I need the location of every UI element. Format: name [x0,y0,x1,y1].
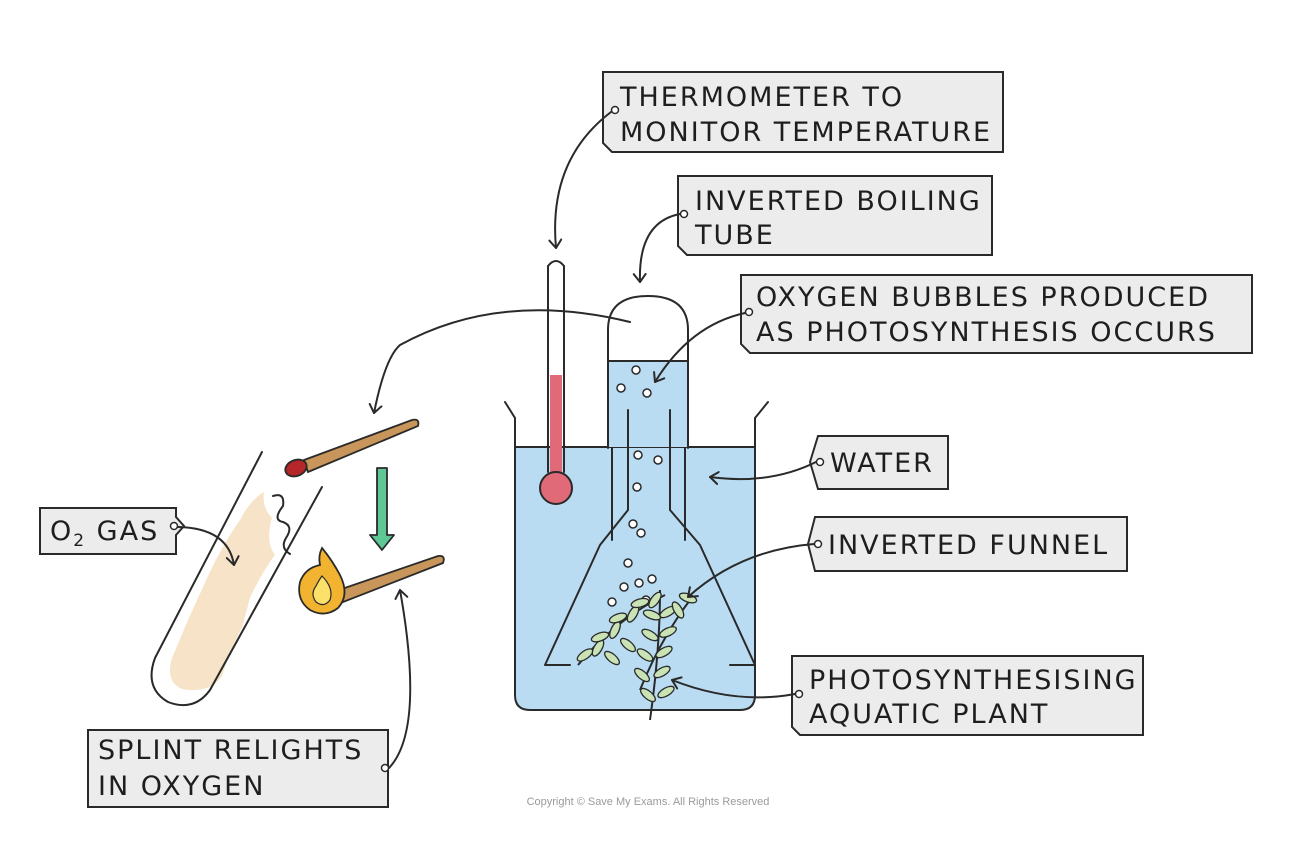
bubble [628,519,638,529]
bubble [636,528,646,538]
unlit-match [284,418,420,478]
label-water: WATER [709,435,949,490]
label-thermometer-line1: THERMOMETER TO [619,82,904,113]
bubble [647,574,657,584]
bubble [619,582,629,592]
match-stick-top [302,418,420,474]
label-bubbles-line2: AS PHOTOSYNTHESIS OCCURS [756,317,1217,348]
funnel-left-side [544,409,629,666]
label-bubbles-line1: OXYGEN BUBBLES PRODUCED [756,282,1210,313]
beaker-water [515,447,755,710]
lit-match [298,546,445,615]
label-o2-text: O2 GAS [50,516,159,551]
bubble [623,558,633,568]
bubble [607,597,617,607]
label-funnel-text: INVERTED FUNNEL [828,530,1109,561]
label-aquatic-plant: PHOTOSYNTHESISING AQUATIC PLANT [671,655,1144,736]
label-splint-line2: IN OXYGEN [98,771,265,802]
thermometer-bulb [539,471,573,505]
thermometer [539,260,573,505]
down-arrow-icon [369,467,395,551]
beaker-outline [504,401,769,711]
label-o2-gas: O2 GAS [39,507,240,566]
inverted-funnel [544,409,756,666]
label-plant-line1: PHOTOSYNTHESISING [809,665,1138,696]
label-splint-relights: SPLINT RELIGHTS IN OXYGEN [87,589,412,808]
bubble [642,388,652,398]
thermometer-liquid-column [550,375,562,480]
label-oxygen-bubbles: OXYGEN BUBBLES PRODUCED AS PHOTOSYNTHESI… [653,274,1253,383]
label-thermometer-line2: MONITOR TEMPERATURE [620,117,992,148]
match-head-red [284,458,308,478]
label-thermometer: THERMOMETER TO MONITOR TEMPERATURE [548,71,1004,249]
label-inverted-boiling-tube: INVERTED BOILING TUBE [632,175,993,283]
bubble [632,482,642,492]
bubble [653,455,663,465]
bubble [631,365,641,375]
tube-water [608,361,688,447]
gas-transfer-arrow [368,309,631,414]
collection-test-tube [150,451,323,706]
thermometer-outline [547,260,565,473]
label-inverted-funnel: INVERTED FUNNEL [687,516,1128,598]
label-splint-line1: SPLINT RELIGHTS [98,735,363,766]
label-water-text: WATER [830,448,934,479]
gas-swirl [272,494,291,555]
flame-inner [312,575,332,606]
bubble [634,578,644,588]
funnel-right-side [669,409,756,666]
label-boiling-tube-line1: INVERTED BOILING [695,186,982,217]
copyright-notice: Copyright © Save My Exams. All Rights Re… [527,796,770,808]
match-stick-bottom [331,554,445,606]
o2-gas-fill [169,492,275,691]
bubble [633,450,643,460]
label-plant-line2: AQUATIC PLANT [809,699,1049,730]
test-tube-left-wall [150,451,323,706]
bubble [616,383,626,393]
label-boiling-tube-line2: TUBE [694,220,775,251]
